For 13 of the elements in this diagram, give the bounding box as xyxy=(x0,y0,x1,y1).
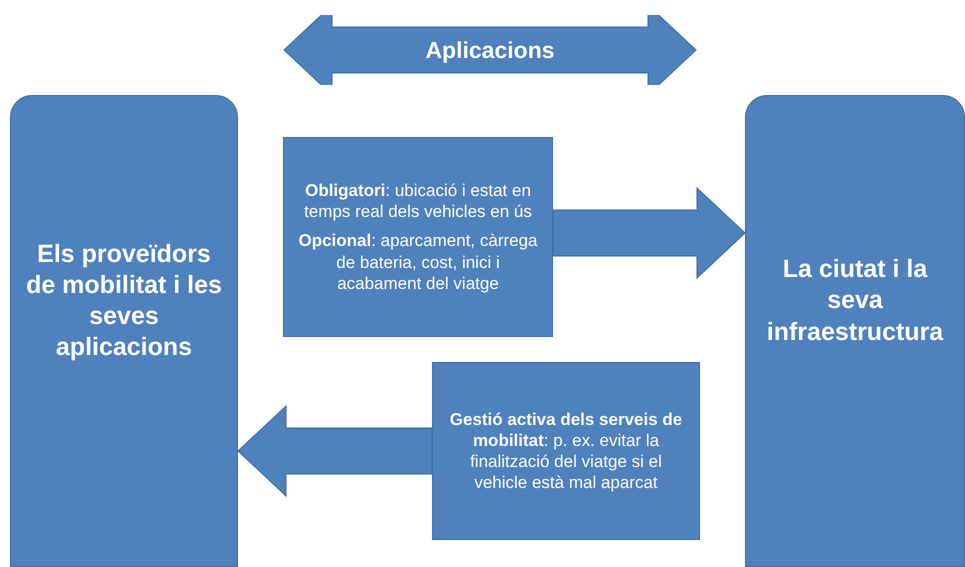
box-text: Obligatori: ubicació i estat en temps real dels vehicles en ús xyxy=(303,180,533,222)
rounded-box xyxy=(10,95,238,567)
box-text: La ciutat i la seva infraestructura xyxy=(766,254,944,348)
text-box xyxy=(283,137,553,337)
arrow-label: Aplicacions xyxy=(425,36,555,64)
double-arrow xyxy=(283,15,697,85)
rounded-box xyxy=(745,95,965,567)
block-arrow xyxy=(552,186,746,280)
box-text: Els proveïdors de mobilitat i les seves aplicacions xyxy=(25,238,223,364)
block-arrow xyxy=(237,404,432,498)
box-text: Opcional: aparcament, càrrega de bateria, cost, inici i acabament del viatge xyxy=(297,230,539,294)
box-text: Gestió activa dels serveis de mobilitat: p. ex. evitar la finalització del viatge si el vehicle està mal aparcat xyxy=(448,408,684,494)
text-box xyxy=(432,362,700,540)
